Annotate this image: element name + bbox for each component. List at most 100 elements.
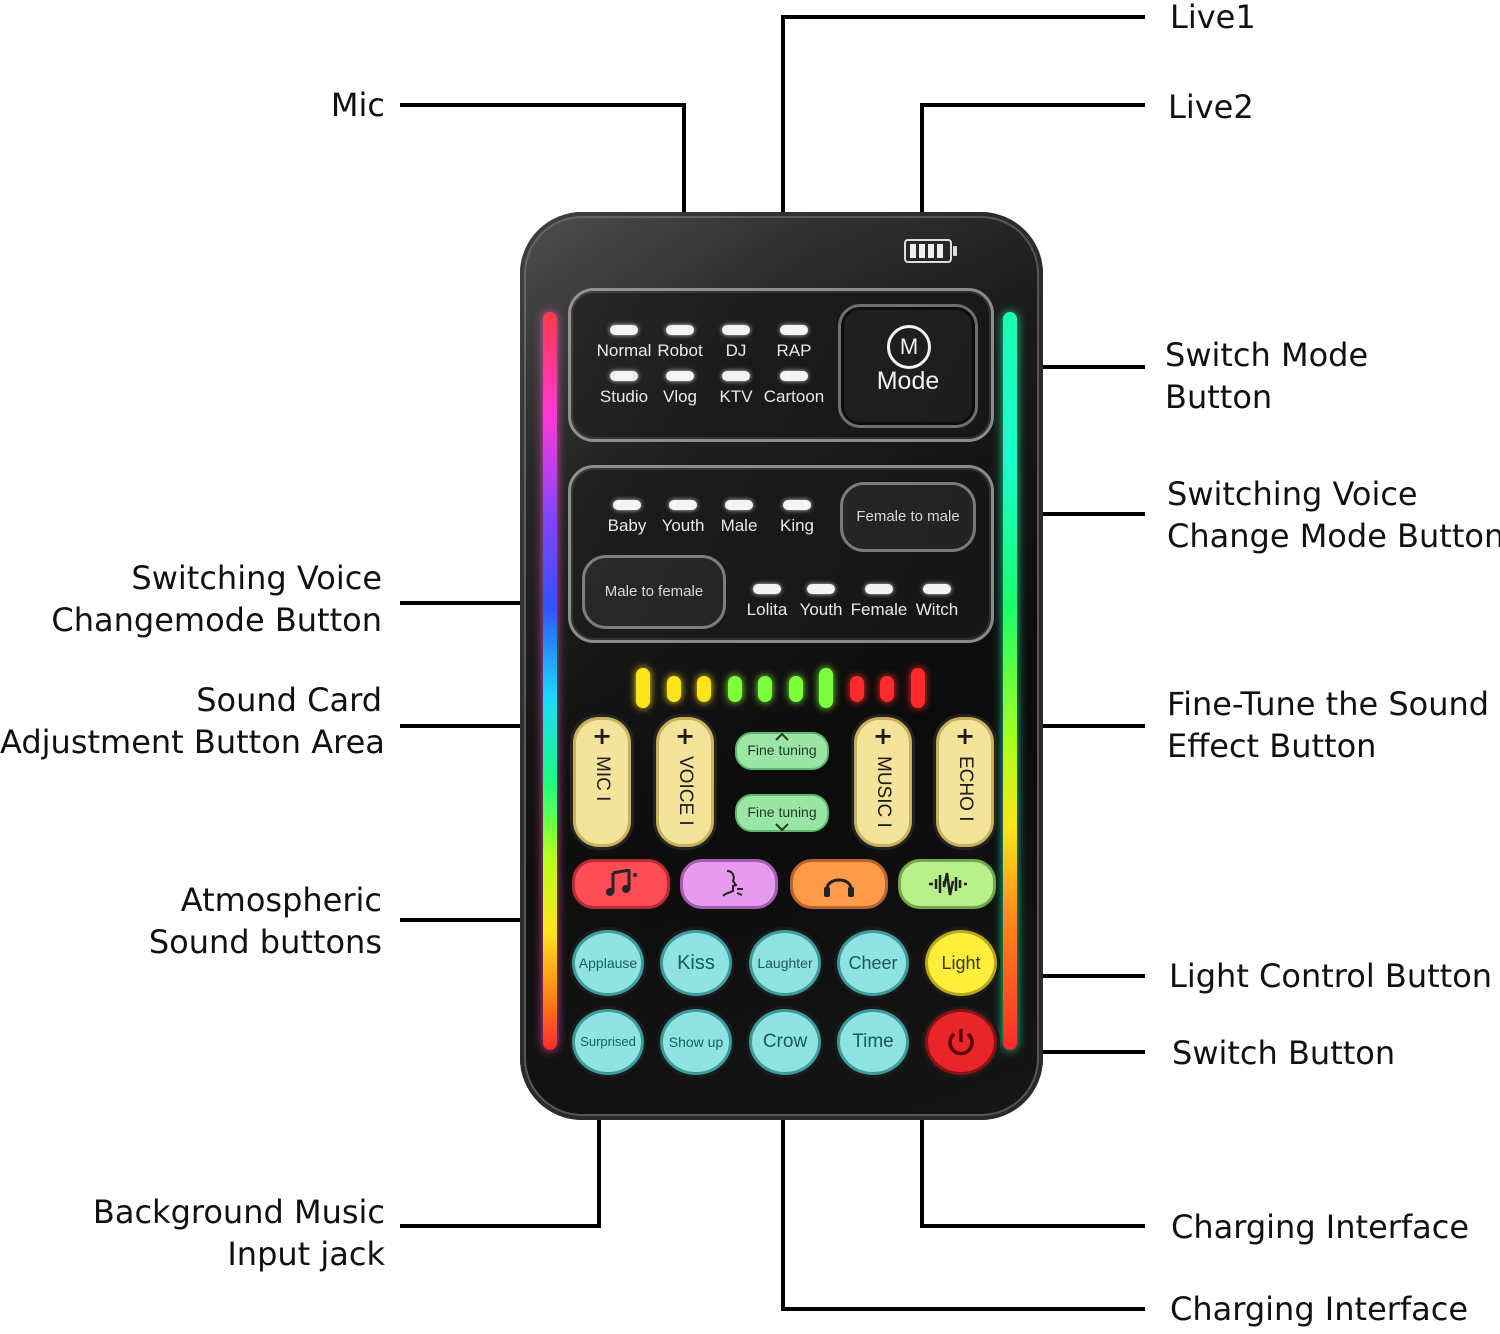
mode-led-cartoon xyxy=(780,371,808,381)
voice-led-youth xyxy=(669,500,697,510)
music-volume-button[interactable]: + MUSIC I xyxy=(854,717,912,847)
kiss-button[interactable]: Kiss xyxy=(660,930,732,996)
voice-led-king xyxy=(783,500,811,510)
callout-bg-music-line1: Background Music xyxy=(92,1193,385,1231)
fine-tuning-up-label: Fine tuning xyxy=(747,742,817,758)
leader-line-bg-music-v xyxy=(597,1118,601,1228)
show-up-button[interactable]: Show up xyxy=(660,1009,732,1075)
mode-led-vlog xyxy=(666,371,694,381)
leader-line-mic xyxy=(400,103,686,107)
callout-switch-mode-line2: Button xyxy=(1165,378,1273,416)
callout-atmospheric-line2: Sound buttons xyxy=(148,923,382,961)
callout-switch-mode-line1: Switch Mode xyxy=(1165,336,1369,374)
crow-button[interactable]: Crow xyxy=(749,1009,821,1075)
voice-volume-button[interactable]: + VOICE I xyxy=(656,717,714,847)
fine-tuning-down-label: Fine tuning xyxy=(747,804,817,820)
plus-icon: + xyxy=(954,722,976,750)
voice-led-witch xyxy=(923,584,951,594)
callout-switching-voice-left-line1: Switching Voice xyxy=(131,559,382,597)
callout-switching-voice-left-line2: Changemode Button xyxy=(51,601,382,639)
laughter-button[interactable]: Laughter xyxy=(749,930,821,996)
leader-line-bg-music xyxy=(400,1224,601,1228)
callout-bg-music-line2: Input jack xyxy=(227,1235,385,1273)
leader-line-live2-v xyxy=(920,103,924,213)
level-meter-bar xyxy=(880,676,894,702)
leader-line-charging2 xyxy=(781,1307,1145,1311)
battery-icon xyxy=(904,239,957,263)
plus-icon: + xyxy=(591,722,613,750)
face-profile-icon xyxy=(722,870,743,897)
mode-led-studio xyxy=(610,371,638,381)
leader-line-switching-voice-left xyxy=(400,601,595,605)
callout-switching-voice-right-line1: Switching Voice xyxy=(1167,475,1418,513)
mode-label: Vlog xyxy=(662,387,698,406)
surprised-button[interactable]: Surprised xyxy=(572,1009,644,1075)
music-note-sound-button[interactable] xyxy=(572,859,670,909)
fine-tuning-down-button[interactable]: Fine tuning xyxy=(735,794,829,832)
light-control-button[interactable]: Light xyxy=(925,930,997,996)
voice-label: Baby xyxy=(607,516,647,535)
headphone-icon xyxy=(824,878,854,897)
callout-live2: Live2 xyxy=(1168,88,1254,126)
callout-atmospheric-line1: Atmospheric xyxy=(180,881,382,919)
leader-line-switching-voice-right xyxy=(958,512,1145,516)
callout-fine-tune-line1: Fine-Tune the Sound xyxy=(1167,685,1490,723)
callout-light-control: Light Control Button xyxy=(1169,957,1493,995)
voice-face-sound-button[interactable] xyxy=(680,859,778,909)
time-button[interactable]: Time xyxy=(837,1009,909,1075)
callout-mic: Mic xyxy=(330,86,385,124)
music-note-icon xyxy=(606,868,637,896)
mode-label: Normal xyxy=(596,341,652,360)
mode-m-icon: M xyxy=(887,325,931,369)
switch-mode-button[interactable]: M Mode xyxy=(838,304,978,428)
mic-volume-button[interactable]: + MIC I xyxy=(573,717,631,847)
mode-label: DJ xyxy=(725,341,747,360)
level-meter-bar xyxy=(636,668,650,708)
voice-led-baby xyxy=(613,500,641,510)
echo-volume-button[interactable]: + ECHO I xyxy=(936,717,994,847)
callout-switching-voice-right-line2: Change Mode Button xyxy=(1167,517,1500,555)
mode-led-robot xyxy=(666,325,694,335)
leader-line-switch-mode xyxy=(945,365,1145,369)
voice-label: Male xyxy=(720,516,758,535)
fine-tuning-up-button[interactable]: Fine tuning xyxy=(735,732,829,770)
callout-sound-card-line1: Sound Card xyxy=(196,681,382,719)
voice-led-female xyxy=(865,584,893,594)
music-slider-label: MUSIC I xyxy=(873,756,894,828)
voice-changer-device: Normal Robot DJ RAP Studio Vlog KTV Cart… xyxy=(520,212,1043,1120)
voice-label: King xyxy=(779,516,815,535)
power-switch-button[interactable] xyxy=(925,1009,997,1075)
mode-led-ktv xyxy=(722,371,750,381)
applause-button[interactable]: Applause xyxy=(572,930,644,996)
rgb-light-strip-left xyxy=(543,312,557,1050)
callout-sound-card-line2: Adjustment Button Area xyxy=(0,723,385,761)
cheer-button[interactable]: Cheer xyxy=(837,930,909,996)
sound-wave-icon xyxy=(929,872,967,896)
sound-wave-button[interactable] xyxy=(898,859,996,909)
mode-led-normal xyxy=(610,325,638,335)
female-to-male-button[interactable]: Female to male xyxy=(840,482,976,552)
level-meter-bar xyxy=(819,668,833,708)
mode-led-dj xyxy=(722,325,750,335)
mode-button-label: Mode xyxy=(876,367,940,395)
leader-line-charging1 xyxy=(920,1224,1145,1228)
voice-label: Lolita xyxy=(746,600,788,619)
level-meter-bar xyxy=(758,676,772,702)
callout-switch-button: Switch Button xyxy=(1172,1034,1396,1072)
echo-slider-label: ECHO I xyxy=(955,756,976,822)
caret-up-icon xyxy=(775,733,789,741)
voice-label: Female xyxy=(850,600,908,619)
headphone-sound-button[interactable] xyxy=(790,859,888,909)
plus-icon: + xyxy=(674,722,696,750)
mode-label: Studio xyxy=(599,387,649,406)
male-to-female-button[interactable]: Male to female xyxy=(582,555,726,629)
voice-slider-label: VOICE I xyxy=(675,756,696,826)
power-icon xyxy=(948,1029,974,1056)
leader-line-charging2-v xyxy=(781,1118,785,1311)
voice-led-male xyxy=(725,500,753,510)
leader-line-charging1-v xyxy=(920,1118,924,1228)
plus-icon: + xyxy=(872,722,894,750)
callout-fine-tune-line2: Effect Button xyxy=(1167,727,1377,765)
leader-line-light-control xyxy=(945,974,1145,978)
mode-label: RAP xyxy=(776,341,812,360)
